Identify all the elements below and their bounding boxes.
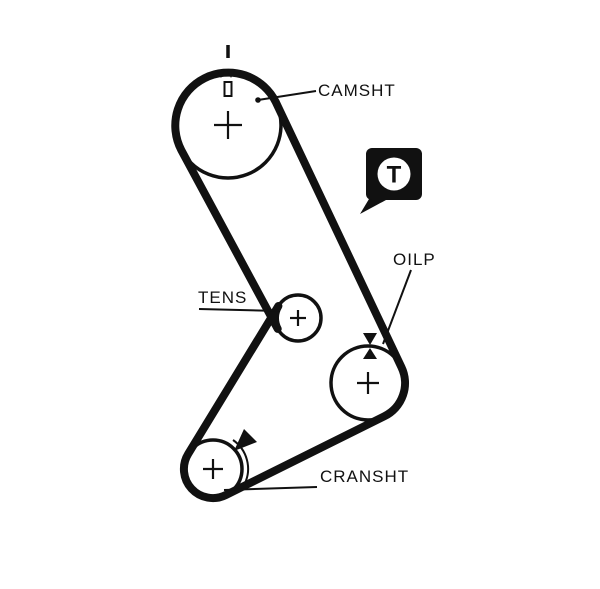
camshaft-arrow-icon-right	[227, 70, 235, 78]
camshaft-center-cross	[214, 111, 242, 139]
crankshaft-arrow-icon	[234, 429, 257, 451]
oil-pump-arrow-down-icon	[363, 333, 377, 345]
oil-pump-label: OILP	[393, 250, 436, 269]
crankshaft-leader-line	[223, 486, 318, 491]
crankshaft-center-cross	[203, 459, 223, 479]
tensioner-label: TENS	[198, 288, 247, 307]
tensioner-leader-line	[198, 308, 281, 312]
crankshaft-label: CRANSHT	[320, 467, 409, 486]
t-badge-letter: T	[387, 162, 402, 189]
oil-pump-leader-line	[382, 269, 412, 345]
tensioner-center-cross	[290, 310, 306, 326]
tensioner-tool-badge: T	[360, 148, 422, 214]
crankshaft-flange-arc	[232, 439, 250, 485]
camshaft-leader-line	[257, 90, 317, 101]
oil-pump-arrow-up-icon	[363, 348, 377, 359]
camshaft-label: CAMSHT	[318, 81, 396, 100]
timing-belt	[171, 68, 409, 503]
camshaft-keyway-mark	[223, 81, 233, 97]
badge-circle	[377, 157, 411, 191]
camshaft-arrow-icon-left	[217, 70, 225, 78]
oil-pump-center-cross	[357, 372, 379, 394]
